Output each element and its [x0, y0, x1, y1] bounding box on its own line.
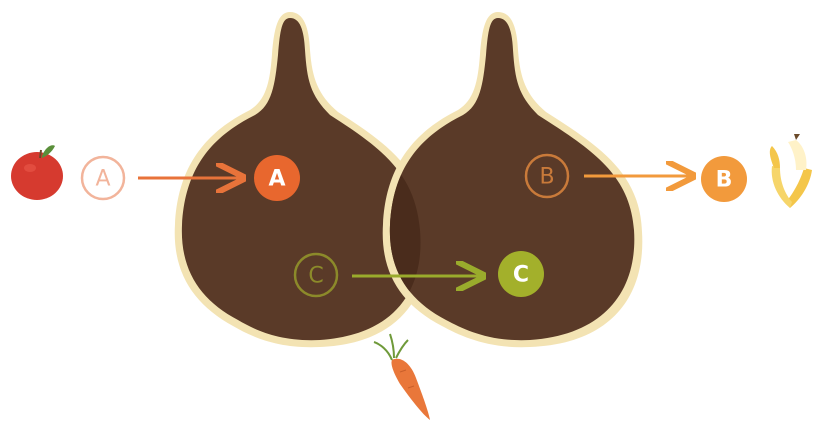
apple-filled-label: A [268, 167, 285, 192]
banana-filled-marker: B [701, 156, 747, 202]
apple-outline-label: A [95, 167, 110, 192]
banana-filled-label: B [716, 168, 733, 193]
right-body [383, 12, 643, 347]
apple-filled-marker: A [254, 155, 300, 201]
apple-icon [11, 145, 63, 200]
carrot-outline-label: C [308, 264, 323, 289]
banana-icon [770, 134, 812, 208]
carrot-icon [374, 334, 430, 420]
apple-outline-marker: A [82, 157, 124, 199]
carrot-filled-marker: C [498, 251, 544, 297]
carrot-filled-label: C [513, 263, 529, 288]
banana-outline-label: B [539, 165, 554, 190]
left-body [175, 12, 429, 347]
